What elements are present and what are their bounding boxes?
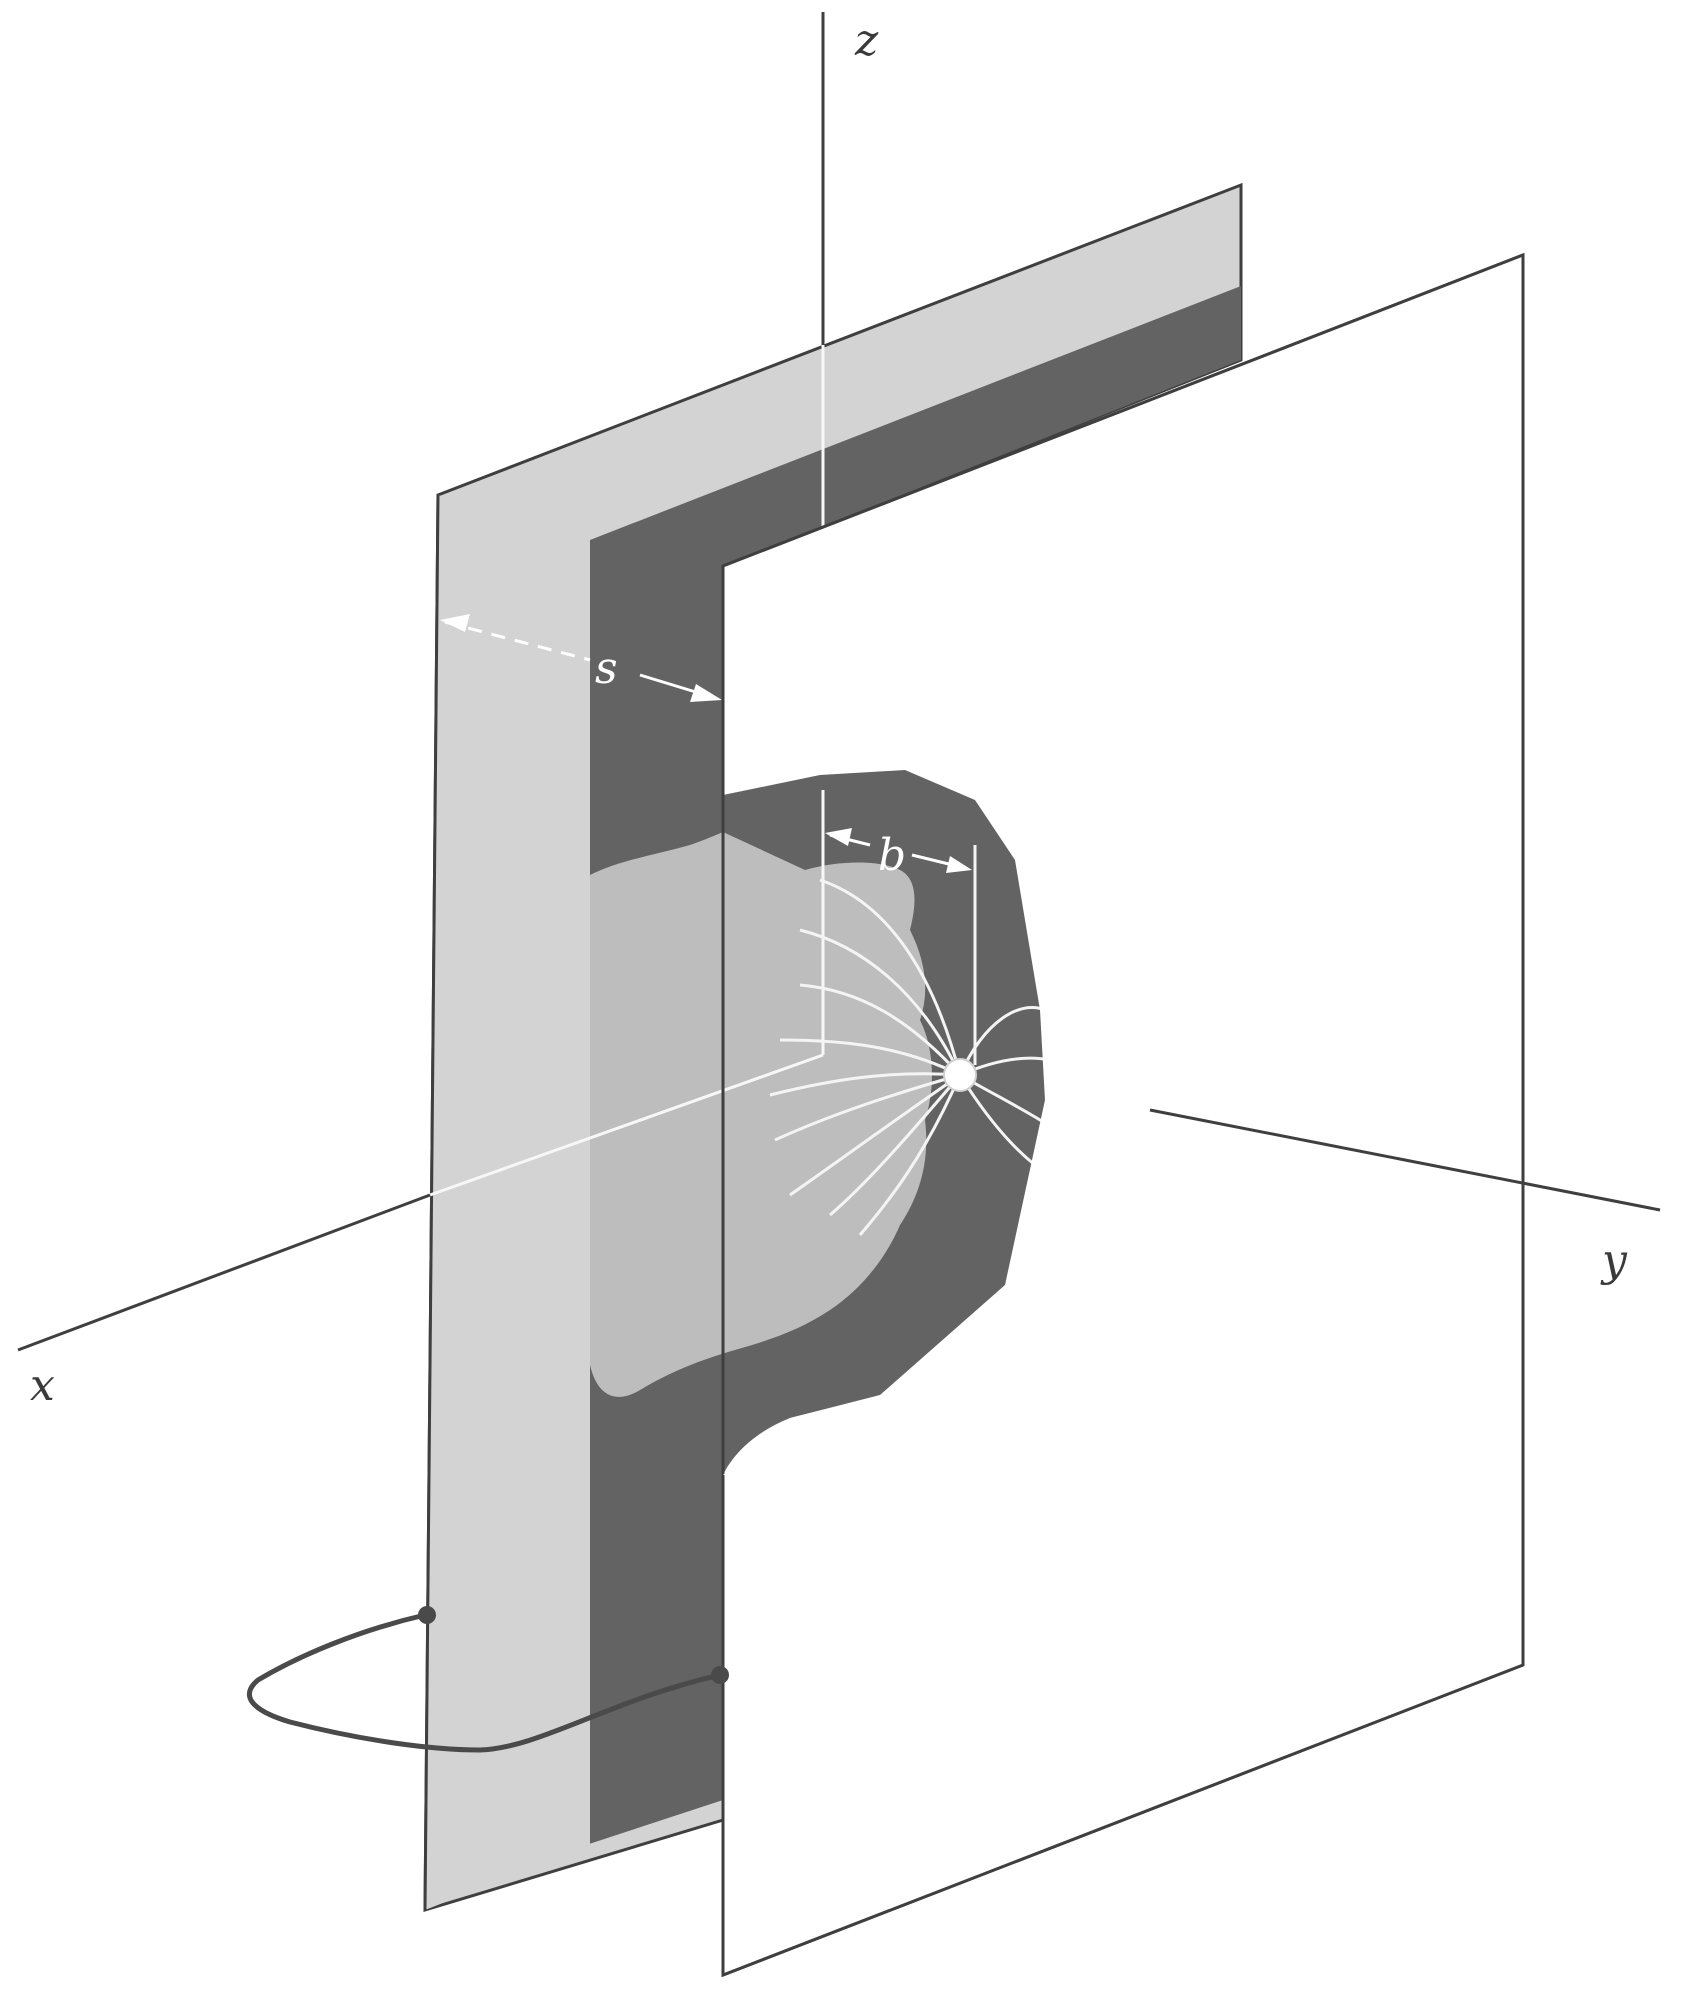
dimension-b-arrowhead <box>946 856 972 873</box>
y-axis <box>1149 1108 1661 1212</box>
z-axis-label: z <box>854 15 879 66</box>
field-line <box>858 1074 962 1236</box>
field-line <box>779 1038 961 1077</box>
front-plate-fill <box>723 255 1523 1975</box>
dimension-b-arrowhead <box>825 828 852 846</box>
bulge-light-region <box>590 832 932 1397</box>
field-line <box>799 983 962 1077</box>
back-plate-left-border <box>425 495 590 1910</box>
y-axis-label: y <box>1600 1235 1628 1286</box>
dimension-b-label: b <box>878 830 906 881</box>
back-plate-left-edge <box>423 494 440 1911</box>
point-charge <box>943 1058 977 1092</box>
wire-terminal-back <box>418 1606 436 1624</box>
dimension-s-line <box>444 620 591 662</box>
x-axis-label: x <box>30 1360 55 1411</box>
field-line <box>774 1073 961 1142</box>
wire-terminal-front <box>711 1666 729 1684</box>
front-plate-bottom-edge <box>722 1663 1524 1977</box>
field-line <box>829 1074 962 1217</box>
x-axis-on-plate <box>429 1053 824 1197</box>
wire <box>246 1612 721 1753</box>
x-axis <box>17 1193 431 1352</box>
front-plate-top-edge <box>722 253 1524 568</box>
dimension-b: b <box>825 828 972 881</box>
dimension-s: s <box>440 614 722 702</box>
field-line <box>789 1073 961 1197</box>
field-line <box>819 878 962 1076</box>
dimension-s-arrowhead <box>440 614 470 632</box>
connecting-wire <box>246 1606 729 1753</box>
dimension-s-label: s <box>595 643 618 694</box>
field-line <box>958 1006 1046 1076</box>
field-line <box>769 1072 961 1097</box>
dimension-s-arrowhead <box>690 684 722 702</box>
field-line <box>799 928 962 1076</box>
